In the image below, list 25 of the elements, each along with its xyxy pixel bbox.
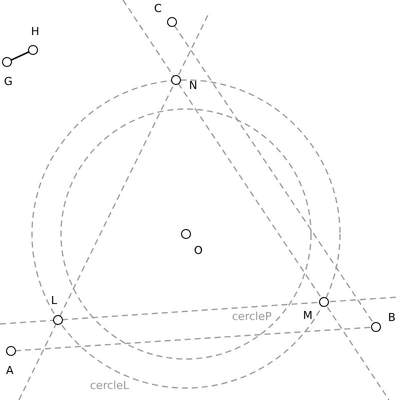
point-label: M <box>303 310 312 321</box>
point-marker <box>167 17 177 27</box>
point-marker <box>2 57 12 67</box>
point-label: N <box>189 80 198 91</box>
dashed-line <box>14 326 372 352</box>
point-marker <box>371 322 381 332</box>
point-marker <box>171 75 181 85</box>
point-marker <box>319 297 329 307</box>
point-label: B <box>388 312 396 323</box>
circle-label: cercleL <box>90 380 130 391</box>
dashed-line <box>174 25 374 324</box>
point-label: L <box>51 295 58 306</box>
dashed-line <box>178 83 322 299</box>
point-marker <box>6 346 16 356</box>
circle-label: cercleP <box>232 311 272 322</box>
point-label: A <box>6 365 14 376</box>
point-marker <box>181 229 191 239</box>
line-segment <box>10 51 30 61</box>
point-label: O <box>194 245 203 256</box>
point-marker <box>28 45 38 55</box>
point-label: H <box>31 26 40 37</box>
point-label: G <box>4 76 13 87</box>
point-label: C <box>154 3 162 14</box>
point-marker <box>53 315 63 325</box>
dashed-line <box>62 302 320 320</box>
